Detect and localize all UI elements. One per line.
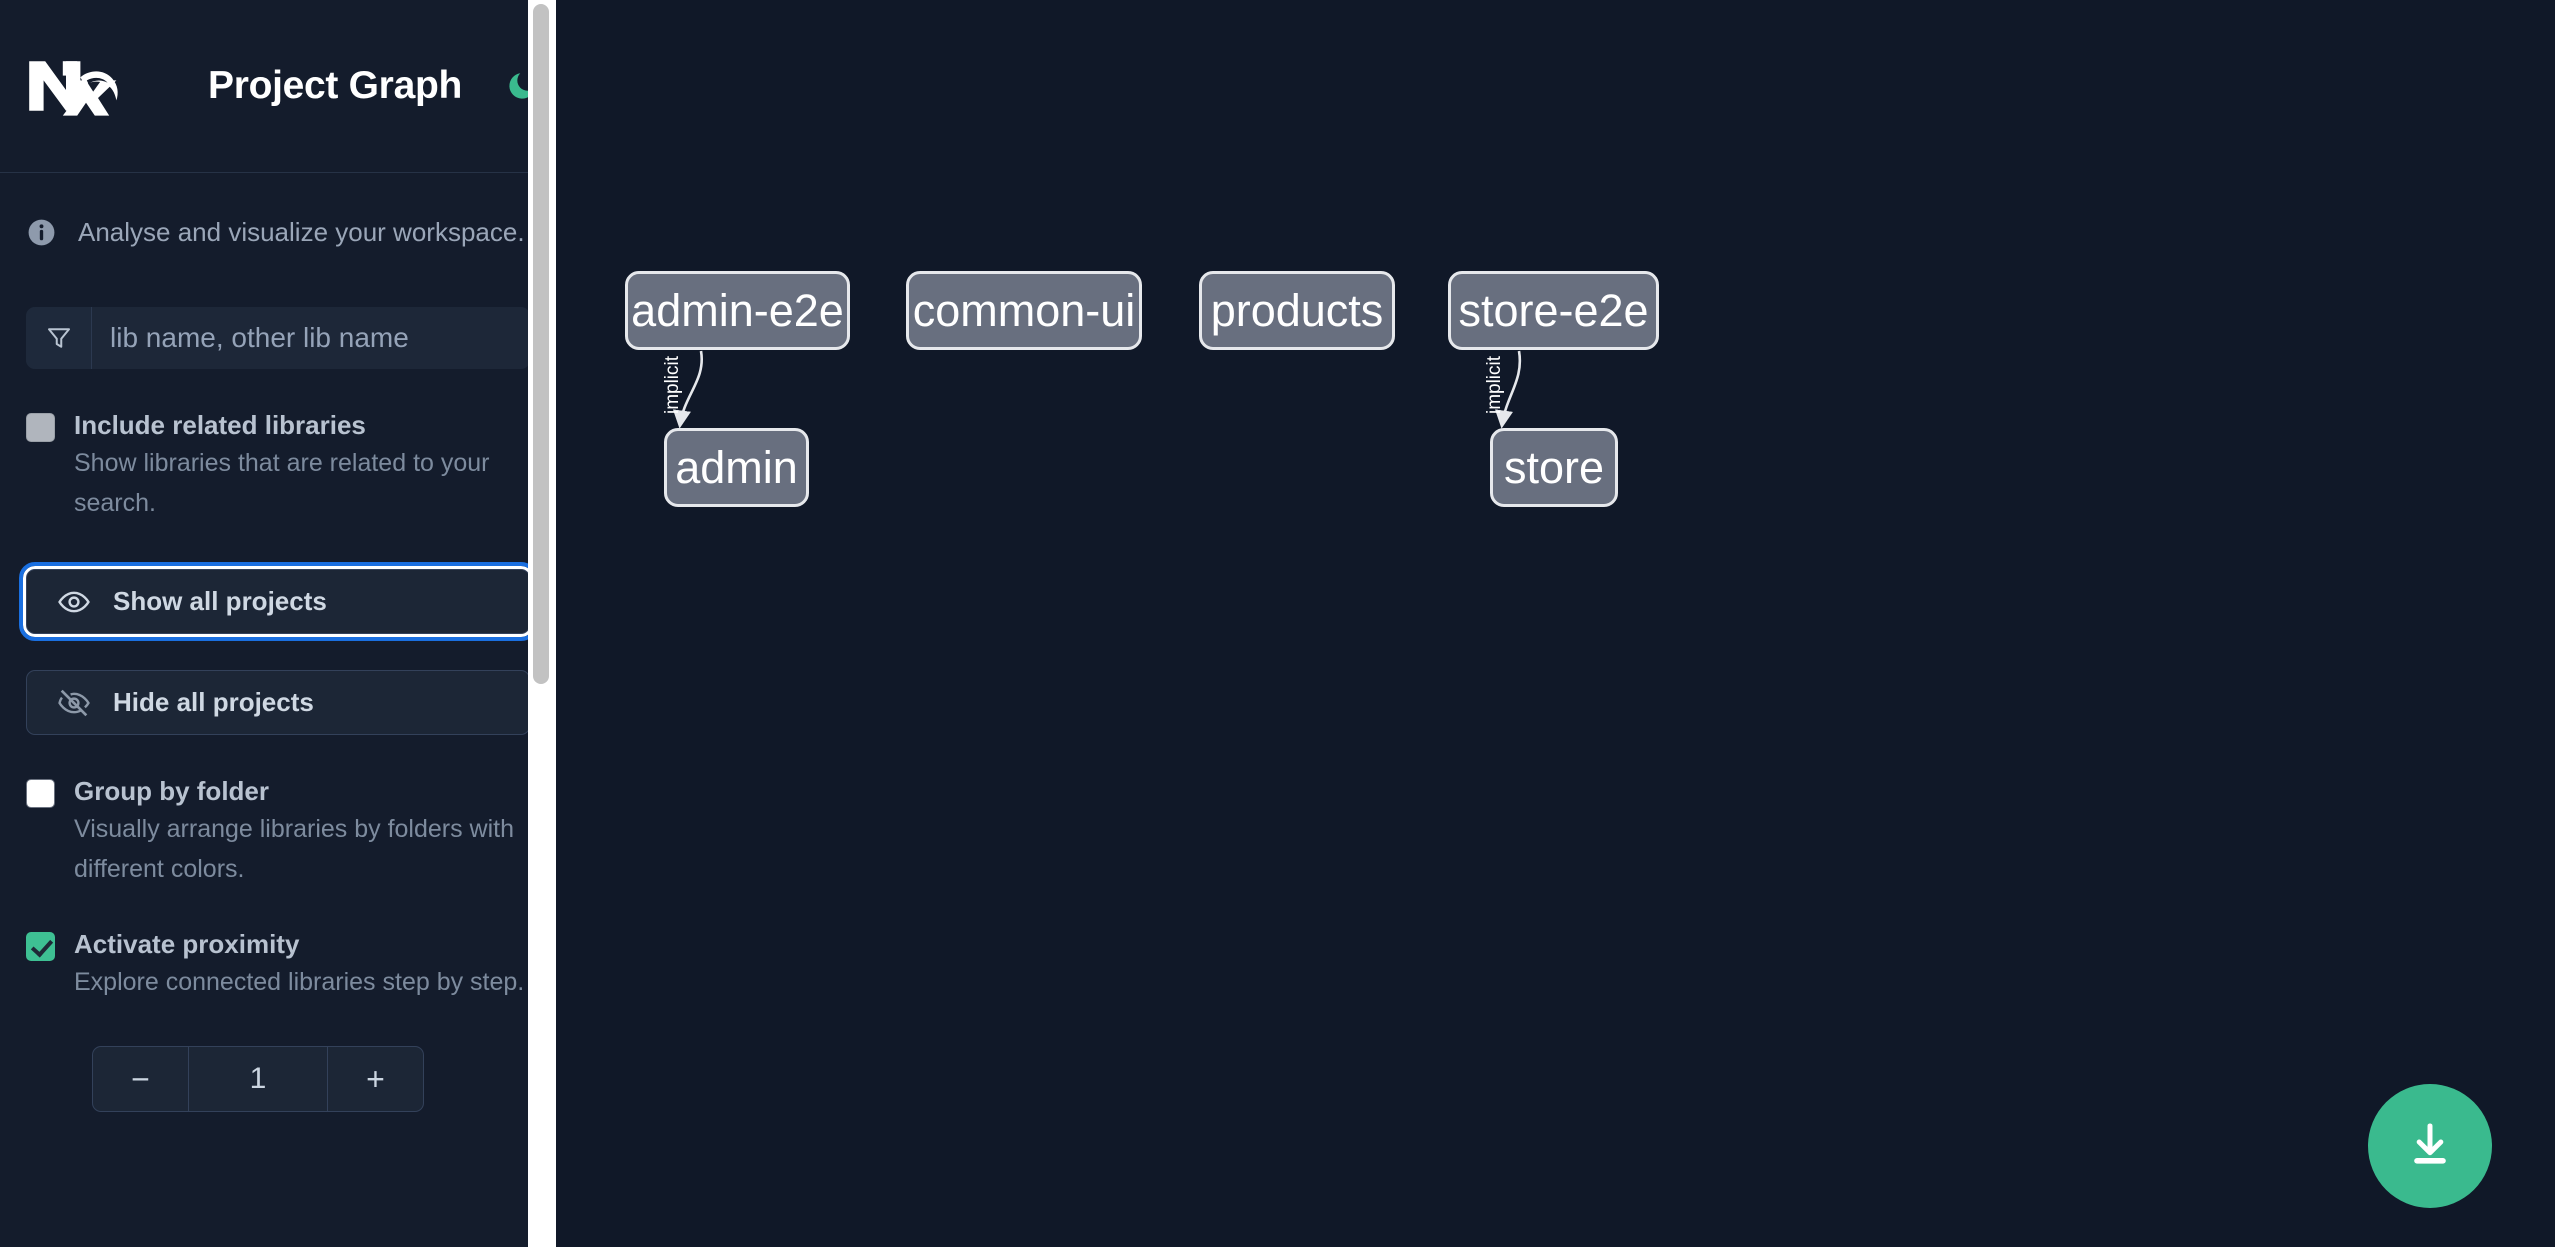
show-all-projects-button[interactable]: Show all projects xyxy=(19,562,537,641)
info-icon xyxy=(26,217,57,248)
download-icon xyxy=(2404,1119,2456,1174)
edge-store-e2e-store xyxy=(1494,350,1522,429)
graph-node-store[interactable]: store xyxy=(1490,428,1618,507)
visibility-buttons: Show all projects Hide all projects xyxy=(19,562,537,735)
graph-node-store-e2e[interactable]: store-e2e xyxy=(1448,271,1659,350)
option-activate-proximity: Activate proximity Explore connected lib… xyxy=(26,926,530,1002)
nx-logo xyxy=(26,56,122,116)
graph-canvas[interactable]: implicit implicit admin-e2e admin common… xyxy=(556,0,2555,1247)
option-label: Include related libraries xyxy=(74,410,366,440)
option-include-related-libraries: Include related libraries Show libraries… xyxy=(26,407,530,523)
group-by-folder-checkbox[interactable] xyxy=(26,779,55,808)
option-texts: Include related libraries Show libraries… xyxy=(74,407,530,523)
graph-node-products[interactable]: products xyxy=(1199,271,1395,350)
option-description: Explore connected libraries step by step… xyxy=(74,968,525,996)
download-image-button[interactable] xyxy=(2368,1084,2492,1208)
sidebar-scrollbar-thumb[interactable] xyxy=(533,4,549,684)
option-texts: Group by folder Visually arrange librari… xyxy=(74,773,530,889)
option-group-by-folder: Group by folder Visually arrange librari… xyxy=(26,773,530,889)
graph-edges: implicit implicit xyxy=(662,350,1522,429)
tagline-row: Analyse and visualize your workspace. xyxy=(26,173,530,248)
option-description: Show libraries that are related to your … xyxy=(74,449,490,517)
show-all-projects-label: Show all projects xyxy=(113,586,327,616)
sidebar-scrollbar[interactable] xyxy=(528,0,556,1247)
funnel-icon xyxy=(26,307,92,369)
graph-node-admin[interactable]: admin xyxy=(664,428,809,507)
edge-admin-e2e-admin xyxy=(672,350,704,429)
proximity-increment-button[interactable]: + xyxy=(327,1047,423,1111)
proximity-value: 1 xyxy=(249,1062,267,1095)
page-title: Project Graph xyxy=(208,64,462,107)
option-label: Group by folder xyxy=(74,776,269,806)
proximity-stepper: − 1 + xyxy=(92,1046,424,1112)
include-related-libraries-checkbox[interactable] xyxy=(26,413,55,442)
hide-all-projects-label: Hide all projects xyxy=(113,687,314,717)
edge-label-implicit: implicit xyxy=(662,355,683,414)
graph-node-common-ui[interactable]: common-ui xyxy=(906,271,1142,350)
sidebar-body: Analyse and visualize your workspace. In… xyxy=(0,173,556,1112)
edge-label-implicit: implicit xyxy=(1484,355,1505,414)
option-texts: Activate proximity Explore connected lib… xyxy=(74,926,530,1002)
filter-input-wrapper xyxy=(26,307,530,369)
sidebar: Project Graph Analyse and visualize your… xyxy=(0,0,556,1247)
graph-node-admin-e2e[interactable]: admin-e2e xyxy=(625,271,850,350)
sidebar-header: Project Graph xyxy=(0,0,556,173)
activate-proximity-checkbox[interactable] xyxy=(26,932,55,961)
eye-icon xyxy=(57,585,91,619)
hide-all-projects-button[interactable]: Hide all projects xyxy=(26,670,530,735)
option-label: Activate proximity xyxy=(74,929,300,959)
proximity-decrement-button[interactable]: − xyxy=(93,1047,189,1111)
eye-off-icon xyxy=(57,686,91,720)
option-description: Visually arrange libraries by folders wi… xyxy=(74,815,515,883)
tagline-text: Analyse and visualize your workspace. xyxy=(78,217,525,247)
search-input[interactable] xyxy=(92,307,530,369)
